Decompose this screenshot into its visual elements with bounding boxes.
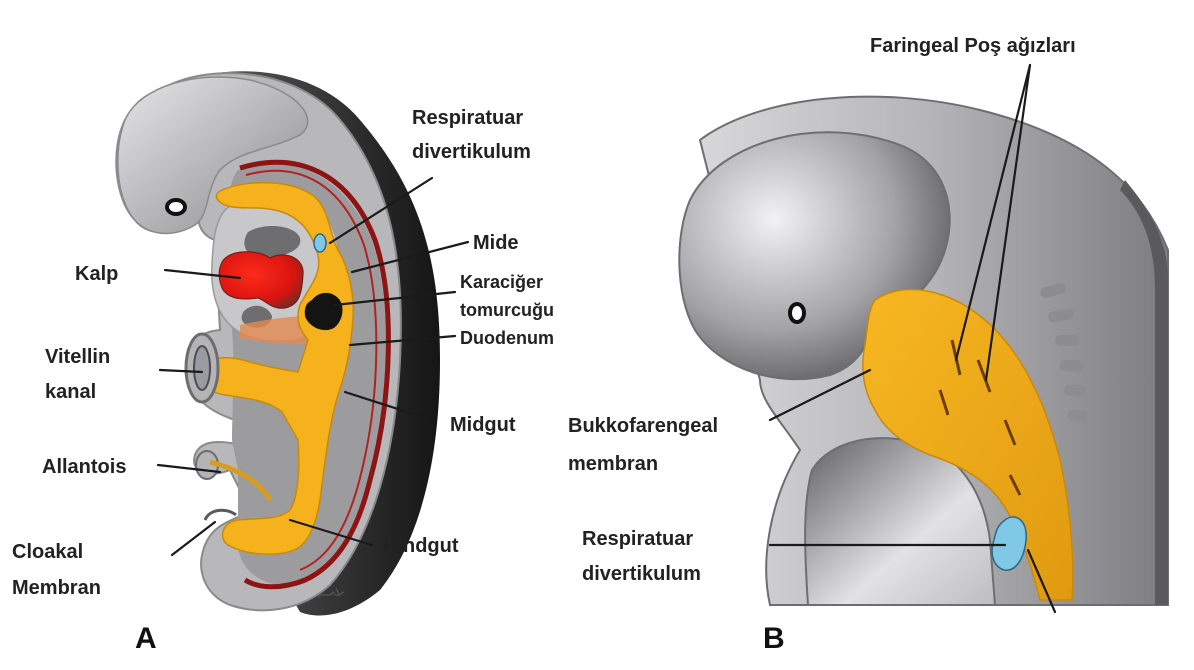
vitellin-stalk-inner — [194, 346, 210, 390]
label-allantois: Allantois — [42, 456, 126, 478]
somite-5 — [1064, 385, 1086, 396]
label-karaciger-1: Karaciğer — [460, 272, 543, 292]
label-respiratuar-b-1: Respiratuar — [582, 528, 693, 550]
label-bukko-1: Bukkofarengeal — [568, 415, 718, 437]
label-duodenum: Duodenum — [460, 328, 554, 348]
somite-4 — [1060, 360, 1084, 371]
label-faringeal: Faringeal Poş ağızları — [870, 35, 1076, 57]
panel-b-drawing — [679, 97, 1168, 605]
label-respiratuar-a-1: Respiratuar — [412, 107, 523, 129]
respiratory-diverticulum-a — [314, 234, 326, 252]
cloacal-membrane — [205, 510, 236, 520]
label-vitellin-2: kanal — [45, 381, 96, 403]
panel-letter-a: A — [135, 622, 157, 655]
label-kalp: Kalp — [75, 263, 118, 285]
label-karaciger-2: tomurcuğu — [460, 300, 554, 320]
somite-3 — [1055, 335, 1079, 346]
label-bukko-2: membran — [568, 453, 658, 475]
label-cloakal-1: Cloakal — [12, 541, 83, 563]
eye-b — [790, 304, 804, 322]
panel-letter-b: B — [763, 622, 785, 655]
label-hindgut: Hindgut — [383, 535, 459, 557]
eye-a — [167, 200, 185, 214]
panel-a-drawing — [116, 71, 440, 615]
label-mide: Mide — [473, 232, 519, 254]
label-midgut: Midgut — [450, 414, 516, 436]
label-respiratuar-b-2: divertikulum — [582, 563, 701, 585]
label-respiratuar-a-2: divertikulum — [412, 141, 531, 163]
label-cloakal-2: Membran — [12, 577, 101, 599]
label-vitellin-1: Vitellin — [45, 346, 110, 368]
somite-6 — [1068, 410, 1088, 421]
